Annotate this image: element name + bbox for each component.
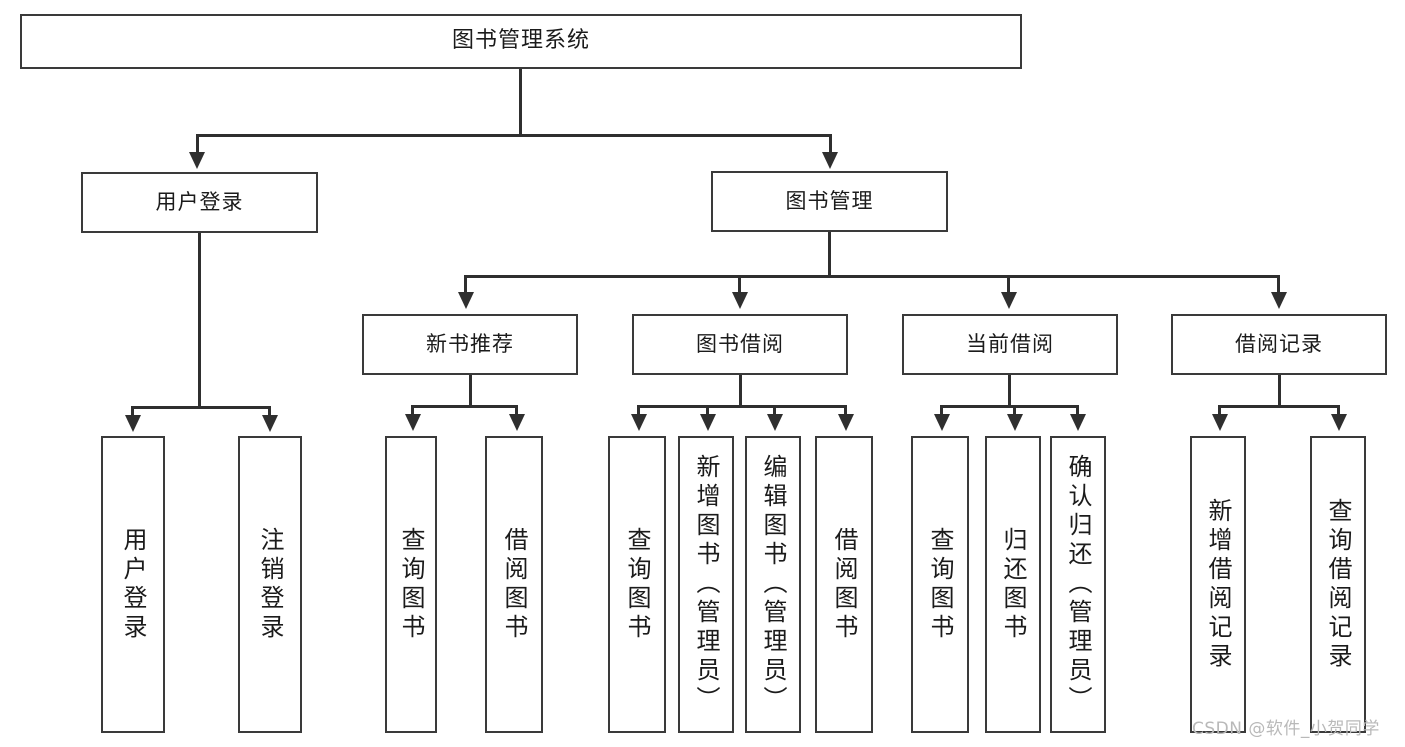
node-label: 用户登录 (119, 526, 147, 643)
node-label: 图书借阅 (696, 332, 784, 357)
leaf-user-login[interactable]: 用户登录 (101, 436, 165, 733)
connector-book-mgmt-bus (464, 275, 1280, 278)
connector-current-borrow-bus (940, 405, 1079, 408)
node-label: 注销登录 (256, 526, 284, 643)
node-label: 归还图书 (999, 526, 1027, 643)
connector-book-borrow-bus (637, 405, 844, 408)
leaf-borrow-book-recommend[interactable]: 借阅图书 (485, 436, 543, 733)
connector-book-mgmt-branch-2 (738, 275, 741, 295)
arrowhead-leaf-borrow-book-1 (509, 414, 525, 431)
leaf-logout[interactable]: 注销登录 (238, 436, 302, 733)
connector-user-login-branch-2 (268, 406, 271, 418)
node-label: 借阅图书 (500, 526, 528, 643)
node-book-management[interactable]: 图书管理 (711, 171, 948, 232)
leaf-query-book-current[interactable]: 查询图书 (911, 436, 969, 733)
connector-book-borrow-branch-3 (773, 405, 776, 417)
node-label: 用户登录 (155, 190, 244, 215)
node-book-borrow[interactable]: 图书借阅 (632, 314, 848, 375)
connector-root-bus (196, 134, 832, 137)
leaf-edit-book-admin[interactable]: 编辑图书（管理员） (745, 436, 801, 733)
arrowhead-leaf-logout (262, 415, 278, 432)
node-label: 确认归还（管理员） (1064, 454, 1092, 715)
leaf-borrow-book[interactable]: 借阅图书 (815, 436, 873, 733)
connector-borrow-record-branch-2 (1337, 405, 1340, 417)
csdn-watermark: CSDN @软件_小贺同学 (1192, 719, 1380, 739)
connector-new-book-rec-stem (469, 375, 472, 408)
arrowhead-leaf-query-book-3 (934, 414, 950, 431)
connector-root-to-user-login (196, 134, 199, 156)
connector-book-mgmt-stem (828, 232, 831, 277)
node-label: 查询图书 (623, 526, 651, 643)
node-label: 编辑图书（管理员） (759, 454, 787, 715)
arrowhead-leaf-query-book-2 (631, 414, 647, 431)
arrowhead-user-login (189, 152, 205, 169)
connector-new-book-rec-branch-1 (411, 405, 414, 417)
node-label: 新书推荐 (426, 332, 514, 357)
arrowhead-leaf-edit-book (767, 414, 783, 431)
node-label: 图书管理 (785, 189, 874, 214)
node-new-book-recommend[interactable]: 新书推荐 (362, 314, 578, 375)
arrowhead-book-borrow (732, 292, 748, 309)
arrowhead-leaf-add-record (1212, 414, 1228, 431)
node-label: 查询借阅记录 (1324, 497, 1352, 672)
arrowhead-new-book-rec (458, 292, 474, 309)
connector-book-mgmt-branch-1 (464, 275, 467, 295)
node-label: 查询图书 (397, 526, 425, 643)
leaf-query-borrow-record[interactable]: 查询借阅记录 (1310, 436, 1366, 733)
leaf-confirm-return-admin[interactable]: 确认归还（管理员） (1050, 436, 1106, 733)
node-current-borrow[interactable]: 当前借阅 (902, 314, 1118, 375)
arrowhead-leaf-query-record (1331, 414, 1347, 431)
connector-current-borrow-stem (1008, 375, 1011, 408)
arrowhead-borrow-record (1271, 292, 1287, 309)
leaf-query-book-recommend[interactable]: 查询图书 (385, 436, 437, 733)
node-label: 新增图书（管理员） (692, 454, 720, 715)
connector-current-borrow-branch-1 (940, 405, 943, 417)
connector-new-book-rec-branch-2 (515, 405, 518, 417)
arrowhead-leaf-add-book (700, 414, 716, 431)
arrowhead-leaf-user-login (125, 415, 141, 432)
leaf-return-book[interactable]: 归还图书 (985, 436, 1041, 733)
node-label: 借阅记录 (1235, 332, 1323, 357)
connector-root-stem (519, 69, 522, 135)
connector-new-book-rec-bus (411, 405, 518, 408)
connector-root-to-book-mgmt (829, 134, 832, 156)
arrowhead-leaf-borrow-book-2 (838, 414, 854, 431)
connector-user-login-branch-1 (131, 406, 134, 418)
connector-book-mgmt-branch-4 (1277, 275, 1280, 295)
connector-user-login-bus (131, 406, 270, 409)
arrowhead-leaf-return-book (1007, 414, 1023, 431)
connector-borrow-record-bus (1218, 405, 1340, 408)
arrowhead-leaf-query-book-1 (405, 414, 421, 431)
arrowhead-leaf-confirm-return (1070, 414, 1086, 431)
connector-user-login-stem (198, 233, 201, 409)
arrowhead-book-mgmt (822, 152, 838, 169)
connector-book-mgmt-branch-3 (1007, 275, 1010, 295)
connector-borrow-record-stem (1278, 375, 1281, 408)
connector-current-borrow-branch-3 (1076, 405, 1079, 417)
arrowhead-current-borrow (1001, 292, 1017, 309)
node-root-system[interactable]: 图书管理系统 (20, 14, 1022, 69)
leaf-query-book-borrow[interactable]: 查询图书 (608, 436, 666, 733)
connector-book-borrow-branch-4 (844, 405, 847, 417)
connector-book-borrow-branch-1 (637, 405, 640, 417)
node-label: 当前借阅 (966, 332, 1054, 357)
leaf-add-book-admin[interactable]: 新增图书（管理员） (678, 436, 734, 733)
node-label: 借阅图书 (830, 526, 858, 643)
node-label: 图书管理系统 (451, 28, 590, 54)
node-borrow-record[interactable]: 借阅记录 (1171, 314, 1387, 375)
leaf-add-borrow-record[interactable]: 新增借阅记录 (1190, 436, 1246, 733)
connector-book-borrow-stem (739, 375, 742, 408)
node-label: 查询图书 (926, 526, 954, 643)
node-user-login[interactable]: 用户登录 (81, 172, 318, 233)
connector-current-borrow-branch-2 (1013, 405, 1016, 417)
connector-borrow-record-branch-1 (1218, 405, 1221, 417)
node-label: 新增借阅记录 (1204, 497, 1232, 672)
connector-book-borrow-branch-2 (706, 405, 709, 417)
